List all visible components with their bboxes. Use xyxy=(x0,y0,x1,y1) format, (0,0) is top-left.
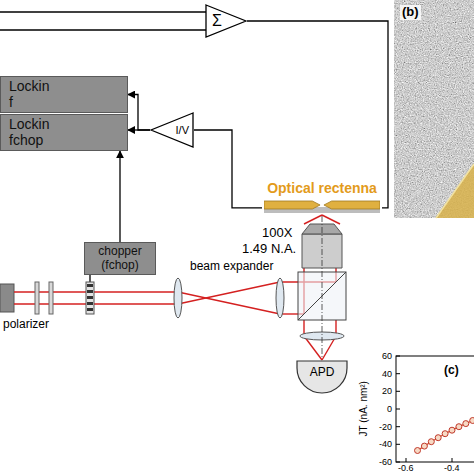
wire xyxy=(0,29,206,30)
plot-frame xyxy=(396,356,474,462)
summing-amplifier: Σ xyxy=(205,4,247,38)
chopper-wheel xyxy=(86,282,94,314)
node-text: Optical rectenna xyxy=(267,181,377,196)
optical-path xyxy=(0,215,346,360)
node-text: Lockin fchop xyxy=(9,117,55,148)
gold-pad xyxy=(264,201,320,209)
tick-label: -20 xyxy=(379,422,392,432)
gold-electrode xyxy=(436,164,474,218)
numerical-aperture: 1.49 N.A. xyxy=(242,242,296,257)
data-point xyxy=(470,418,474,424)
laser-beams xyxy=(14,215,340,360)
triangle-outline xyxy=(206,5,246,37)
tick-label: 40 xyxy=(382,369,392,379)
triangle-outline xyxy=(151,113,193,147)
signal-wire xyxy=(128,95,150,131)
signal-wire xyxy=(194,130,262,208)
data-point xyxy=(463,421,469,427)
signal-wire xyxy=(119,151,120,242)
tick xyxy=(396,391,400,392)
rectenna-device xyxy=(264,199,380,213)
laser-source xyxy=(0,284,14,312)
tick xyxy=(396,356,400,357)
tick xyxy=(396,426,400,427)
waveplate xyxy=(49,282,53,314)
data-point xyxy=(421,443,427,449)
tick xyxy=(396,444,400,445)
node-text: chopper (fchop) xyxy=(91,245,149,271)
chopper-slots xyxy=(87,284,93,312)
tick xyxy=(396,373,400,374)
iv-plot xyxy=(352,350,474,474)
tick xyxy=(396,462,400,463)
lens xyxy=(174,278,182,318)
dome-outline xyxy=(297,361,347,393)
tick-label: -40 xyxy=(379,439,392,449)
data-point xyxy=(435,435,441,441)
beam xyxy=(178,282,280,304)
polarizer-plate xyxy=(35,282,39,314)
signal-wire xyxy=(247,21,388,208)
data-point xyxy=(428,439,434,445)
lockin-box: Lockin fchop xyxy=(0,114,128,151)
input-wires xyxy=(0,12,206,30)
panel-label: (c) xyxy=(444,364,459,378)
sem-texture xyxy=(394,0,474,218)
component-label: polarizer xyxy=(3,318,49,332)
tick-label: 60 xyxy=(382,351,392,361)
node-text: Σ xyxy=(212,12,222,30)
node-text: APD xyxy=(310,366,335,379)
data-points xyxy=(415,418,474,454)
fit-curve xyxy=(418,421,473,451)
tick-label: -0.4 xyxy=(444,463,460,473)
panel-label: (b) xyxy=(400,5,421,20)
beam xyxy=(178,292,280,314)
beam xyxy=(322,215,340,224)
tick xyxy=(406,458,407,462)
iv-converter: I/V xyxy=(150,112,194,148)
plot-ground xyxy=(352,350,474,474)
data-point xyxy=(442,431,448,437)
plot-ticks xyxy=(396,356,452,462)
amplifier-triangle xyxy=(205,4,247,38)
chopper-box: chopper (fchop) xyxy=(84,242,156,275)
electrode-edge xyxy=(436,164,474,218)
wire xyxy=(0,11,206,12)
tick xyxy=(452,458,453,462)
optical-rectenna: Optical rectenna xyxy=(262,180,382,214)
axis-title: JT (nA. nm²) xyxy=(358,381,370,436)
signal-wire xyxy=(128,129,150,130)
tick-label: 20 xyxy=(382,386,392,396)
optical-axis xyxy=(322,216,323,359)
tick-label: -60 xyxy=(379,457,392,467)
tick-label: -0.6 xyxy=(398,463,414,473)
lens xyxy=(276,278,284,318)
tick xyxy=(396,409,400,410)
node-text: Lockin f xyxy=(9,79,55,110)
component-label: beam expander xyxy=(190,260,273,274)
node-text: I/V xyxy=(176,124,189,136)
sem-image xyxy=(394,0,474,218)
tick-label: 0 xyxy=(387,404,392,414)
gold-pad xyxy=(324,201,380,209)
data-point xyxy=(415,448,421,454)
objective-magnification: 100X xyxy=(262,226,292,241)
data-point xyxy=(449,427,455,433)
data-point xyxy=(456,424,462,430)
lockin-box: Lockin f xyxy=(0,76,128,113)
apd-detector: APD xyxy=(296,360,348,394)
beam xyxy=(304,215,322,224)
